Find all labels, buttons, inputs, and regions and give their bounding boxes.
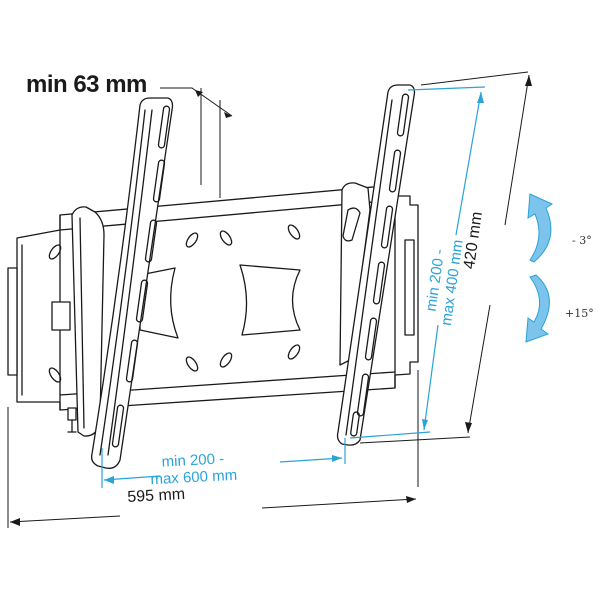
left-hook bbox=[67, 206, 105, 437]
left-tv-arm bbox=[90, 97, 174, 469]
black-arrowheads bbox=[10, 75, 532, 526]
vesa-width-label: min 200 - max 600 mm bbox=[149, 450, 237, 488]
blue-arrowheads bbox=[104, 92, 484, 484]
blue-dimension-lines bbox=[101, 86, 486, 488]
right-tv-arm bbox=[336, 84, 416, 446]
overall-width-label: 595 mm bbox=[126, 485, 186, 506]
black-dimension-lines bbox=[7, 71, 530, 528]
tilt-down-label: +15° bbox=[565, 307, 594, 320]
tilt-up-arrow-icon bbox=[527, 193, 554, 263]
tilt-up-label: - 3° bbox=[572, 234, 592, 247]
tilt-down-arrow-icon bbox=[525, 274, 550, 343]
wall-distance-label: min 63 mm bbox=[26, 71, 147, 98]
